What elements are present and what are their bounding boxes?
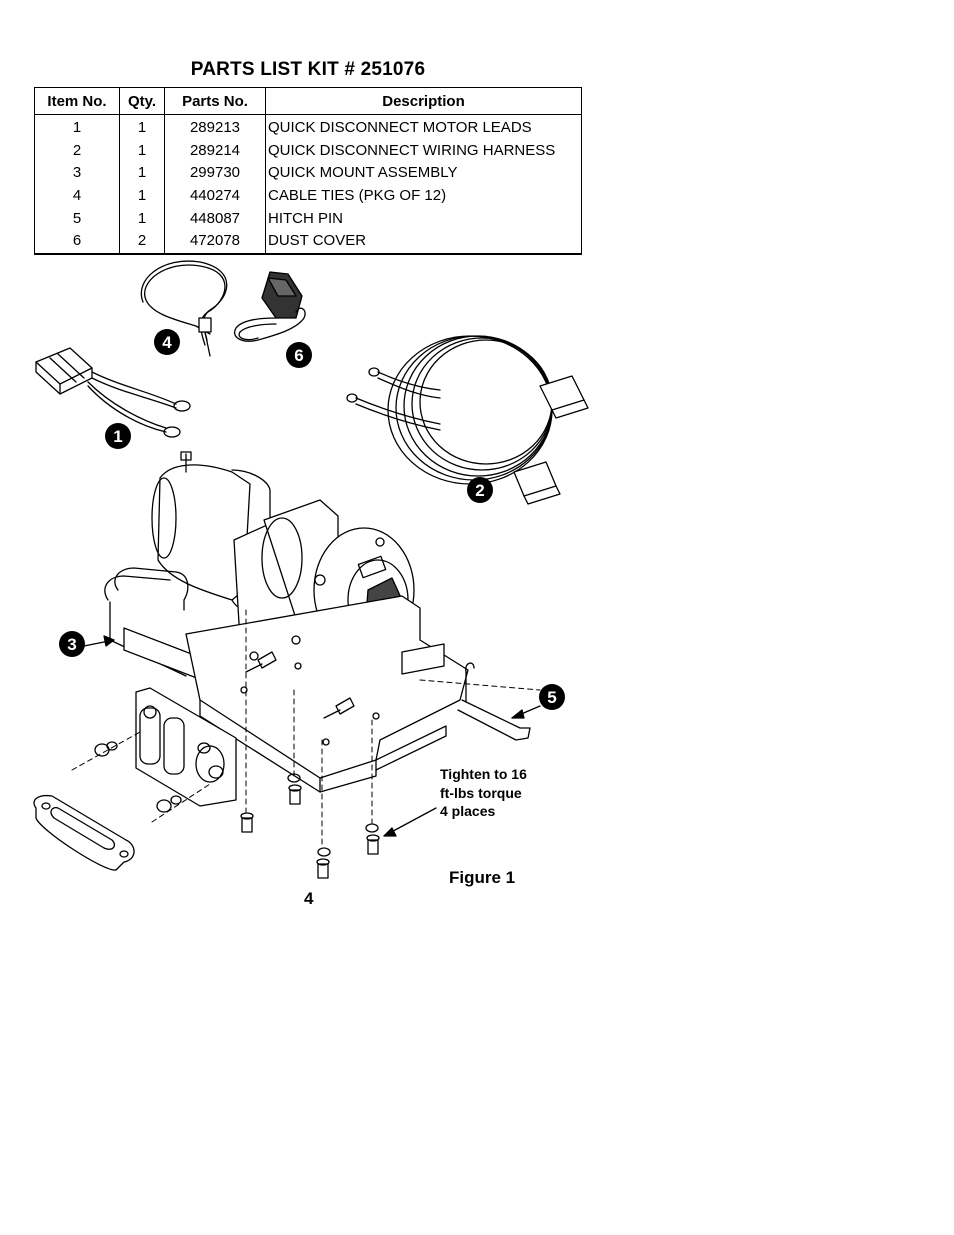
parts-no-cell: 289214 <box>164 139 266 163</box>
table-row: 2 1 289214 QUICK DISCONNECT WIRING HARNE… <box>35 139 582 163</box>
item-no-cell: 5 <box>72 209 82 227</box>
header-qty: Qty. <box>119 87 165 115</box>
callout-badge-4: 4 <box>154 329 180 355</box>
dust-cover-illustration <box>234 271 306 342</box>
wiring-harness-illustration <box>346 335 589 505</box>
description-cell: QUICK DISCONNECT MOTOR LEADS <box>265 114 582 140</box>
mounting-bolts-illustration <box>245 651 355 719</box>
cable-tie-illustration <box>140 260 228 357</box>
callout-badge-1: 1 <box>105 423 131 449</box>
header-item-no: Item No. <box>34 87 120 115</box>
table-row: 5 1 448087 HITCH PIN <box>35 207 582 230</box>
qty-cell: 2 <box>119 229 165 254</box>
qty-cell: 1 <box>119 114 165 140</box>
torque-note-line: 4 places <box>440 803 496 819</box>
parts-no-cell: 440274 <box>164 184 266 208</box>
figure-caption: Figure 1 <box>449 868 516 887</box>
torque-note: Tighten to 16 ft-lbs torque 4 places <box>440 765 527 821</box>
header-description: Description <box>265 87 582 115</box>
table-row: 3 1 299730 QUICK MOUNT ASSEMBLY <box>35 162 582 185</box>
callout-number: 3 <box>67 635 76 654</box>
item-no-cell: 6 <box>72 232 82 250</box>
description-cell: CABLE TIES (PKG OF 12) <box>265 184 582 208</box>
item-no-cell: 4 <box>72 187 82 205</box>
callout-number: 5 <box>547 688 556 707</box>
callout-badge-5: 5 <box>539 684 565 710</box>
callout-number: 1 <box>113 427 122 446</box>
hitch-pin-illustration <box>457 662 531 741</box>
callout-badge-2: 2 <box>467 477 493 503</box>
qty-cell: 1 <box>119 139 165 163</box>
torque-note-line: Tighten to 16 <box>440 766 527 782</box>
callout-number: 2 <box>475 481 484 500</box>
item-no-cell: 1 <box>72 119 82 137</box>
description-cell: DUST COVER <box>265 229 582 254</box>
description-cell: QUICK DISCONNECT WIRING HARNESS <box>265 139 582 163</box>
header-parts-no: Parts No. <box>164 87 266 115</box>
callout-number: 4 <box>162 333 172 352</box>
qty-cell: 1 <box>119 207 165 230</box>
description-cell: QUICK MOUNT ASSEMBLY <box>265 162 582 185</box>
callout-badge-3: 3 <box>59 631 85 657</box>
callout-number: 6 <box>294 346 303 365</box>
parts-no-cell: 472078 <box>164 229 266 254</box>
torque-note-line: ft-lbs torque <box>440 784 522 801</box>
motor-leads-illustration <box>35 347 191 438</box>
table-row: 6 2 472078 DUST COVER <box>35 229 582 254</box>
parts-table: Item No. Qty. Parts No. Description 1 1 … <box>34 87 582 255</box>
parts-no-cell: 289213 <box>164 114 266 140</box>
nuts-washers-illustration <box>94 741 380 879</box>
callout-badge-6: 6 <box>286 342 312 368</box>
item-no-cell: 2 <box>72 141 82 159</box>
table-row: 4 1 440274 CABLE TIES (PKG OF 12) <box>35 184 582 208</box>
table-header-row: Item No. Qty. Parts No. Description <box>34 87 582 115</box>
page-number: 4 <box>304 889 314 908</box>
hawse-fairlead-illustration <box>33 794 135 871</box>
parts-no-cell: 448087 <box>164 207 266 230</box>
parts-list-title: PARTS LIST KIT # 251076 <box>190 59 426 80</box>
item-no-cell: 3 <box>72 164 82 182</box>
description-cell: HITCH PIN <box>265 207 582 230</box>
exploded-assembly-diagram: 1 2 3 4 5 6 <box>33 260 589 879</box>
table-row: 1 1 289213 QUICK DISCONNECT MOTOR LEADS <box>35 114 582 140</box>
parts-no-cell: 299730 <box>164 162 266 185</box>
qty-cell: 1 <box>119 184 165 208</box>
qty-cell: 1 <box>119 162 165 185</box>
callout-arrows <box>83 635 541 837</box>
